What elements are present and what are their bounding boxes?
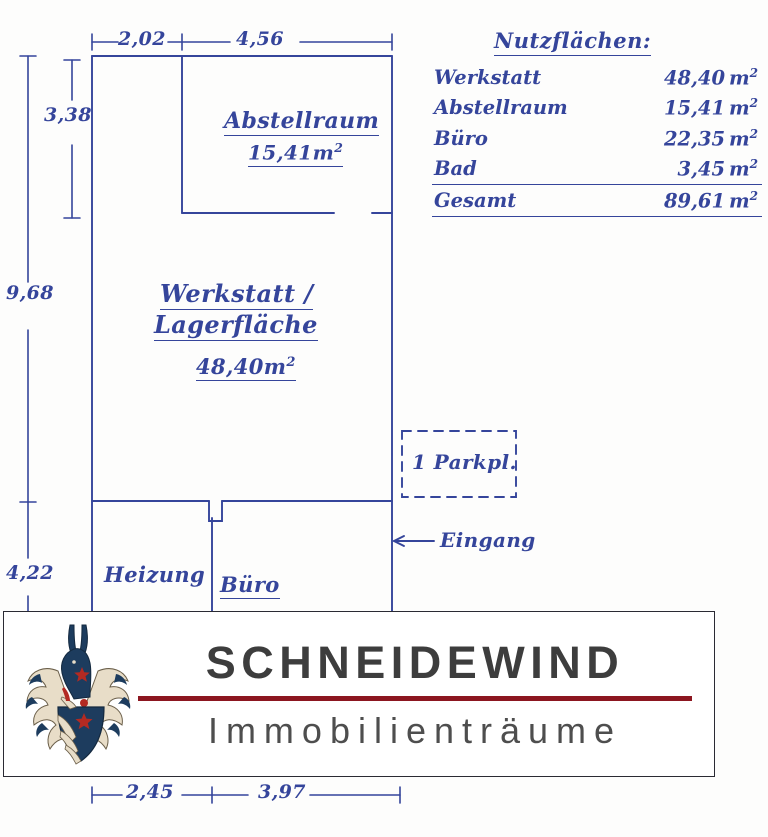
area-row-number: 22,35 xyxy=(663,127,726,150)
dimension-label-left-upper: 3,38 xyxy=(44,104,92,126)
area-row-number: 3,45 xyxy=(677,157,726,181)
area-row-sup: 2 xyxy=(749,65,758,80)
area-row-unit: m xyxy=(728,66,750,89)
table-row: Bad 3,45 m2 xyxy=(432,153,762,185)
entrance-arrow xyxy=(393,535,435,547)
area-row-name: Werkstatt xyxy=(434,65,542,89)
logo-divider-rule xyxy=(138,695,692,701)
table-row: Werkstatt 48,40 m2 xyxy=(432,62,762,93)
coat-of-arms-icon xyxy=(25,624,131,765)
area-total-name: Gesamt xyxy=(432,184,624,217)
area-row-value: 22,35 m2 xyxy=(624,123,762,154)
area-row-number: 15,41 xyxy=(663,96,726,120)
table-row: Abstellraum 15,41 m2 xyxy=(432,93,762,124)
dimension-top xyxy=(91,33,393,51)
dimension-label-left-total: 9,68 xyxy=(6,282,54,304)
area-total-number: 89,61 xyxy=(663,189,726,212)
dimension-label-top-right: 4,56 xyxy=(236,28,284,50)
area-row-value: 3,45 m2 xyxy=(623,153,762,185)
room-label-werkstatt-line1: Werkstatt / xyxy=(160,279,314,310)
table-row: Büro 22,35 m2 xyxy=(432,123,762,154)
area-schedule: Nutzflächen: Werkstatt 48,40 m2 Abstellr… xyxy=(432,28,762,217)
area-row-name: Abstellraum xyxy=(434,96,568,120)
area-row-unit: m xyxy=(728,127,750,150)
parking-space-outline xyxy=(401,430,517,498)
area-total-unit: m xyxy=(728,189,750,212)
area-row-name: Bad xyxy=(432,153,624,185)
area-row-sup: 2 xyxy=(749,157,758,171)
area-row-unit: m xyxy=(728,157,750,181)
parking-space-label: 1 Parkpl. xyxy=(412,450,517,474)
interior-wall-abstellraum xyxy=(181,56,393,214)
company-tagline: Immobilienträume xyxy=(207,709,623,751)
company-logo-banner: SCHNEIDEWIND Immobilienträume xyxy=(3,611,715,777)
logo-text-block: SCHNEIDEWIND Immobilienträume xyxy=(138,640,714,749)
area-total-value: 89,61 m2 xyxy=(623,184,762,217)
dimension-label-left-lower: 4,22 xyxy=(6,562,54,584)
area-row-sup: 2 xyxy=(749,96,758,110)
outer-walls xyxy=(91,55,393,615)
room-label-abstellraum: Abstellraum xyxy=(224,108,380,136)
room-area-abstellraum-sup: 2 xyxy=(334,140,344,155)
room-area-abstellraum: 15,41m2 xyxy=(248,140,344,167)
room-label-werkstatt-line2: Lagerfläche xyxy=(154,310,318,341)
area-schedule-table: Werkstatt 48,40 m2 Abstellraum 15,41 m2 … xyxy=(432,62,762,217)
dimension-left-upper xyxy=(63,59,81,219)
dimension-bottom xyxy=(91,786,401,804)
room-label-buero: Büro xyxy=(220,572,280,599)
room-area-werkstatt: 48,40m2 xyxy=(196,354,296,381)
area-row-value: 15,41 m2 xyxy=(624,93,762,124)
area-row-value: 48,40 m2 xyxy=(624,62,762,93)
interior-wall-lower xyxy=(91,500,393,615)
area-row-number: 48,40 xyxy=(663,66,726,89)
company-name: SCHNEIDEWIND xyxy=(205,636,625,688)
dimension-left-total xyxy=(19,55,37,503)
area-row-sup: 2 xyxy=(749,126,758,141)
dimension-label-top-left: 2,02 xyxy=(118,28,166,50)
entrance-label: Eingang xyxy=(440,528,536,552)
room-area-werkstatt-value: 48,40 xyxy=(196,354,264,379)
room-label-heizung: Heizung xyxy=(104,562,206,587)
room-area-abstellraum-unit: m xyxy=(312,140,335,165)
dimension-label-bottom-left: 2,45 xyxy=(126,781,174,803)
area-row-name: Büro xyxy=(434,126,488,150)
area-schedule-title: Nutzflächen: xyxy=(494,28,652,56)
area-total-sup: 2 xyxy=(749,188,758,203)
dimension-label-bottom-right: 3,97 xyxy=(258,781,306,803)
dimension-left-lower xyxy=(19,501,37,615)
room-area-abstellraum-value: 15,41 xyxy=(248,140,313,165)
area-row-unit: m xyxy=(728,96,750,120)
room-area-werkstatt-unit: m xyxy=(263,354,287,379)
room-area-werkstatt-sup: 2 xyxy=(286,355,296,370)
table-row-total: Gesamt 89,61 m2 xyxy=(432,184,762,217)
